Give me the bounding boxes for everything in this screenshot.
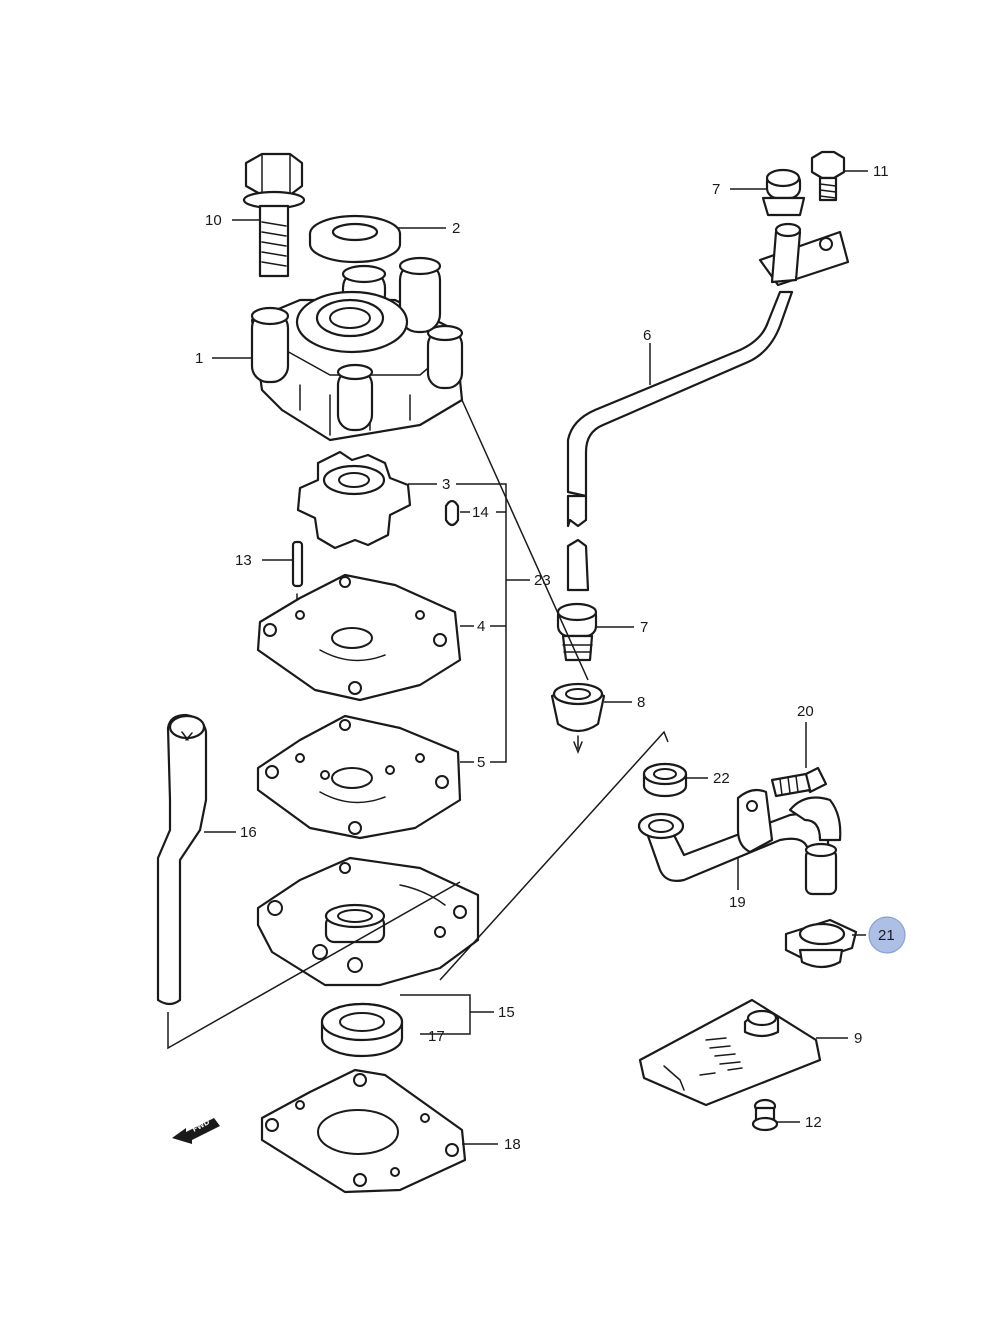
callout-20: 20	[797, 703, 814, 720]
water-tube-6	[566, 222, 850, 592]
callout-7-lower: 7	[640, 619, 648, 636]
callouts: 10 2 1 3 14 13 4 5 23 16 15 17 18	[195, 163, 906, 1153]
callout-22: 22	[713, 770, 730, 787]
gasket-18	[260, 1068, 467, 1194]
callout-21: 21	[878, 927, 895, 944]
bolt-10	[242, 152, 306, 278]
callout-23: 23	[534, 572, 551, 589]
oil-seal-17	[320, 1002, 404, 1058]
gasket-5	[256, 714, 462, 840]
callout-15: 15	[498, 1004, 515, 1021]
callout-6: 6	[643, 327, 651, 344]
plate-15	[256, 856, 480, 987]
grommet-7-lower	[556, 602, 598, 662]
plate-4	[256, 573, 462, 702]
key-14	[444, 499, 460, 527]
assembly-lines	[167, 399, 669, 1050]
impeller-3	[296, 450, 412, 550]
seal-2	[308, 214, 402, 264]
plate-9	[638, 998, 822, 1107]
callout-21-highlight	[868, 916, 906, 954]
fwd-arrow-icon: FWD	[172, 1117, 220, 1144]
callout-18: 18	[504, 1136, 521, 1153]
callout-19: 19	[729, 894, 746, 911]
washer-22	[642, 762, 688, 798]
elbow-tube-19	[637, 788, 842, 896]
callout-7-top: 7	[712, 181, 720, 198]
callout-1: 1	[195, 350, 203, 367]
pump-case-1	[250, 256, 464, 442]
callout-13: 13	[235, 552, 252, 569]
grommet-7-top	[761, 168, 806, 217]
callout-3: 3	[442, 476, 450, 493]
grommet-8	[550, 682, 606, 755]
screw-12	[751, 1098, 779, 1132]
grommet-21	[784, 918, 858, 969]
callout-11: 11	[873, 163, 889, 180]
pin-13	[291, 540, 304, 613]
callout-4: 4	[477, 618, 485, 635]
callout-14: 14	[472, 504, 489, 521]
callout-9: 9	[854, 1030, 862, 1047]
callout-5: 5	[477, 754, 485, 771]
screw-11	[810, 150, 846, 202]
screw-20	[770, 766, 828, 798]
callout-8: 8	[637, 694, 645, 711]
hose-16	[156, 713, 208, 1006]
callout-16: 16	[240, 824, 257, 841]
callout-10: 10	[205, 212, 222, 229]
callout-12: 12	[805, 1114, 822, 1131]
callout-17: 17	[428, 1028, 445, 1045]
callout-2: 2	[452, 220, 460, 237]
